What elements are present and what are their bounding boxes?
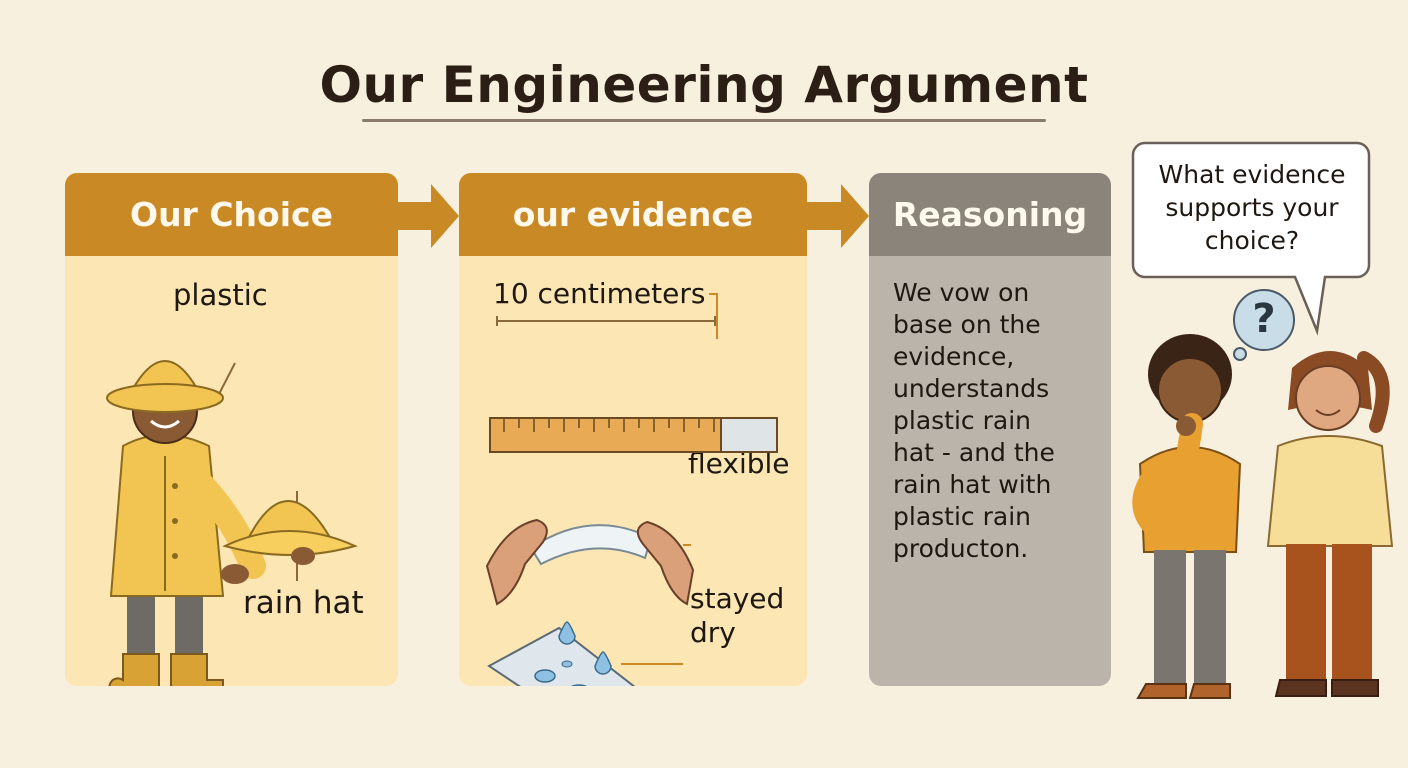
reasoning-header: Reasoning [869,173,1111,256]
evidence-body: 10 centimeters flexible stayed dry [459,256,807,686]
hands-bending-plastic-illustration [485,518,695,606]
ruler-illustration [489,293,778,453]
arrow-choice-to-evidence [397,184,459,248]
stayed-dry-label: stayed dry [690,582,785,649]
choice-panel: Our Choice plastic rain hat [65,173,398,686]
evidence-header: our evidence [459,173,807,256]
arrow-evidence-to-reasoning [807,184,869,248]
page-title: Our Engineering Argument [319,56,1089,114]
measurement-label: 10 centimeters [493,277,706,310]
plastic-label: plastic [173,278,268,312]
speech-bubble-text: What evidence supports your choice? [1158,160,1346,255]
students-illustration [1132,334,1394,699]
choice-body: plastic rain hat [65,256,398,686]
question-mark-icon: ? [1252,296,1276,342]
speech-bubble [1131,141,1371,336]
choice-header: Our Choice [65,173,398,256]
evidence-panel: our evidence 10 centimeters flexible sta… [459,173,807,686]
reasoning-body: We vow on base on the evidence, understa… [869,256,1111,686]
title-underline [362,119,1046,122]
reasoning-panel: Reasoning We vow on base on the evidence… [869,173,1111,686]
rain-hat-label: rain hat [243,585,364,621]
child-with-hat-illustration [106,360,358,686]
thought-bubble [1233,289,1295,361]
reasoning-text: We vow on base on the evidence, understa… [893,278,1055,563]
wet-plastic-sheet-illustration [487,621,683,686]
